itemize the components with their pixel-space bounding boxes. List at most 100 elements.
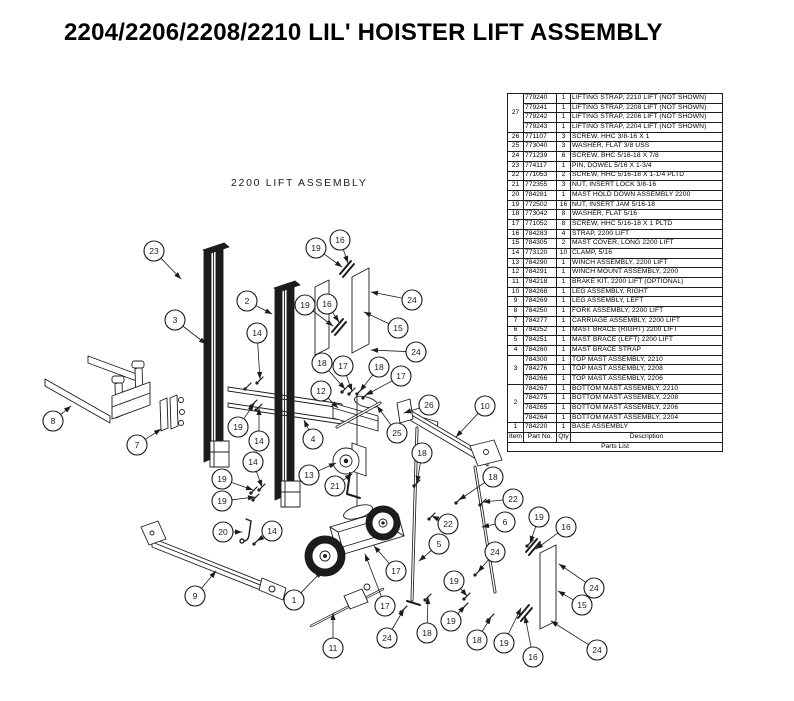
- strap-glyphs: [331, 260, 541, 622]
- callout-balloon: 18: [482, 466, 504, 488]
- callout-balloon: 19: [211, 490, 233, 512]
- balloon-number: 11: [329, 643, 338, 653]
- description-cell: TOP MAST ASSEMBLY, 2208: [570, 364, 723, 375]
- callout-balloon: 19: [440, 610, 462, 632]
- callout-balloon: 24: [484, 541, 506, 563]
- qty-cell: 2: [556, 170, 571, 182]
- balloon-number: 6: [503, 517, 508, 527]
- balloon-number: 16: [528, 652, 538, 662]
- part-no-cell: 784269: [523, 296, 557, 308]
- part-no-cell: 773040: [523, 141, 557, 153]
- machine-line-art: [44, 242, 557, 630]
- callout-balloon: 5: [428, 533, 450, 555]
- part-no-cell: 784266: [523, 373, 557, 385]
- item-cell: 8: [507, 306, 524, 317]
- header-cell: Part No.: [523, 432, 557, 443]
- callout-balloon: 23: [143, 240, 165, 262]
- balloon-number: 25: [392, 428, 402, 438]
- callout-balloon: 24: [586, 639, 608, 661]
- callout-balloon: 16: [329, 229, 351, 251]
- callout-balloon: 24: [401, 289, 423, 311]
- balloon-number: 19: [446, 616, 456, 626]
- balloon-number: 9: [193, 591, 198, 601]
- balloon-number: 14: [267, 526, 277, 536]
- qty-cell: 6: [556, 151, 571, 162]
- description-cell: BOTTOM MAST ASSEMBLY, 2210: [570, 383, 723, 395]
- callout-balloon: 2: [236, 290, 258, 312]
- part-no-cell: 784277: [523, 315, 557, 327]
- balloon-number: 15: [393, 323, 403, 333]
- callout-balloon: 8: [42, 410, 64, 432]
- part-no-cell: 771107: [523, 131, 557, 143]
- description-cell: SCREW, HHC 3/8-16 X 1: [570, 131, 723, 143]
- item-cell: 21: [507, 180, 524, 191]
- item-cell: 19: [507, 199, 524, 211]
- description-cell: TOP MAST ASSEMBLY, 2206: [570, 373, 723, 385]
- balloon-number: 24: [589, 583, 599, 593]
- qty-cell: 1: [556, 306, 571, 317]
- item-cell: 11: [507, 277, 524, 288]
- description-cell: LIFTING STRAP, 2204 LIFT (NOT SHOWN): [570, 122, 723, 133]
- balloon-number: 17: [338, 361, 348, 371]
- qty-cell: 1: [556, 286, 571, 298]
- callout-balloon: 19: [528, 506, 550, 528]
- part-no-cell: 784281: [523, 189, 557, 201]
- part-no-cell: 784252: [523, 325, 557, 337]
- item-cell: 15: [507, 238, 524, 249]
- item-cell: 9: [507, 296, 524, 308]
- callout-balloon: 25: [386, 422, 408, 444]
- callout-balloon: 17: [374, 595, 396, 617]
- description-cell: LEG ASSEMBLY, RIGHT: [570, 286, 723, 298]
- balloon-number: 17: [396, 371, 406, 381]
- table-footer-row: Parts List: [507, 441, 723, 453]
- qty-cell: 1: [556, 373, 571, 385]
- callout-balloon: 19: [305, 237, 327, 259]
- balloon-number: 18: [472, 635, 482, 645]
- qty-cell: 3: [556, 131, 571, 143]
- item-cell: 13: [507, 257, 524, 269]
- balloon-number: 7: [135, 440, 140, 450]
- balloon-number: 10: [480, 401, 490, 411]
- callout-balloon: 19: [294, 294, 316, 316]
- qty-cell: 1: [556, 122, 571, 133]
- balloon-number: 18: [317, 358, 327, 368]
- callout-balloon: 17: [385, 560, 407, 582]
- callout-balloon: 14: [248, 430, 270, 452]
- qty-cell: 1: [556, 112, 571, 124]
- item-cell: 1: [507, 422, 524, 434]
- part-no-cell: 784218: [523, 277, 557, 288]
- assembly-label: 2200 LIFT ASSEMBLY: [231, 177, 368, 189]
- winch-assembly: [332, 395, 367, 519]
- part-no-cell: 784268: [523, 286, 557, 298]
- callout-balloon: 14: [242, 451, 264, 473]
- balloon-number: 18: [488, 472, 498, 482]
- balloon-number: 20: [218, 527, 228, 537]
- item-cell: 7: [507, 315, 524, 327]
- callout-balloon: 14: [261, 520, 283, 542]
- brake-kit: [309, 583, 385, 628]
- item-cell: 25: [507, 141, 524, 153]
- qty-cell: 8: [556, 209, 571, 220]
- part-no-cell: 774117: [523, 160, 557, 172]
- description-cell: LEG ASSEMBLY, LEFT: [570, 296, 723, 308]
- callout-balloon: 6: [494, 511, 516, 533]
- description-cell: PIN, DOWEL 5/16 X 1-3/4: [570, 160, 723, 172]
- part-no-cell: 771052: [523, 218, 557, 230]
- description-cell: MAST BRACE (RIGHT) 2200 LIFT: [570, 325, 723, 337]
- item-cell: 16: [507, 228, 524, 240]
- description-cell: SCREW, HHC 5/16-18 X 1 PLTD: [570, 218, 723, 230]
- header-cell: Item: [507, 432, 524, 443]
- item-cell: 2: [507, 383, 524, 424]
- callout-balloon: 13: [298, 464, 320, 486]
- item-cell: 27: [507, 93, 524, 133]
- balloon-number: 24: [407, 295, 417, 305]
- qty-cell: 16: [556, 199, 571, 211]
